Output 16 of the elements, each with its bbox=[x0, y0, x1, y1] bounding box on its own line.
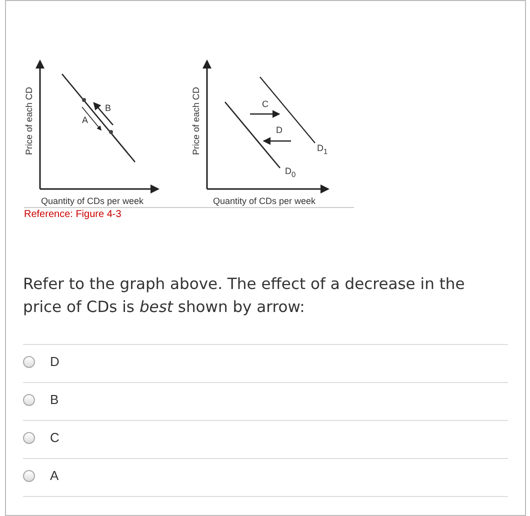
arrow-label: A bbox=[82, 115, 88, 125]
option-label: C bbox=[50, 430, 60, 445]
axis-label: Quantity of CDs per week bbox=[213, 196, 316, 206]
axis-label: Price of each CD bbox=[24, 86, 34, 158]
option-label: B bbox=[50, 392, 59, 407]
question-text: Refer to the graph above. The effect of a decrease in the price of CDs is best shown by arrow: bbox=[23, 274, 466, 318]
axis-label: Quantity of CDs per week bbox=[41, 196, 144, 206]
arrow-label: B bbox=[105, 103, 112, 113]
option-label: A bbox=[50, 468, 59, 483]
option-label: D bbox=[50, 354, 60, 369]
arrow-label: D bbox=[276, 125, 282, 135]
axis-label: Price of each CD bbox=[191, 86, 201, 158]
arrow-label: C bbox=[262, 99, 268, 109]
curve-label: D$_{1}$ bbox=[317, 143, 328, 156]
curve-label: D$_{0}$ bbox=[285, 166, 296, 179]
reference-note: Reference: Figure 4-3 bbox=[24, 209, 122, 220]
